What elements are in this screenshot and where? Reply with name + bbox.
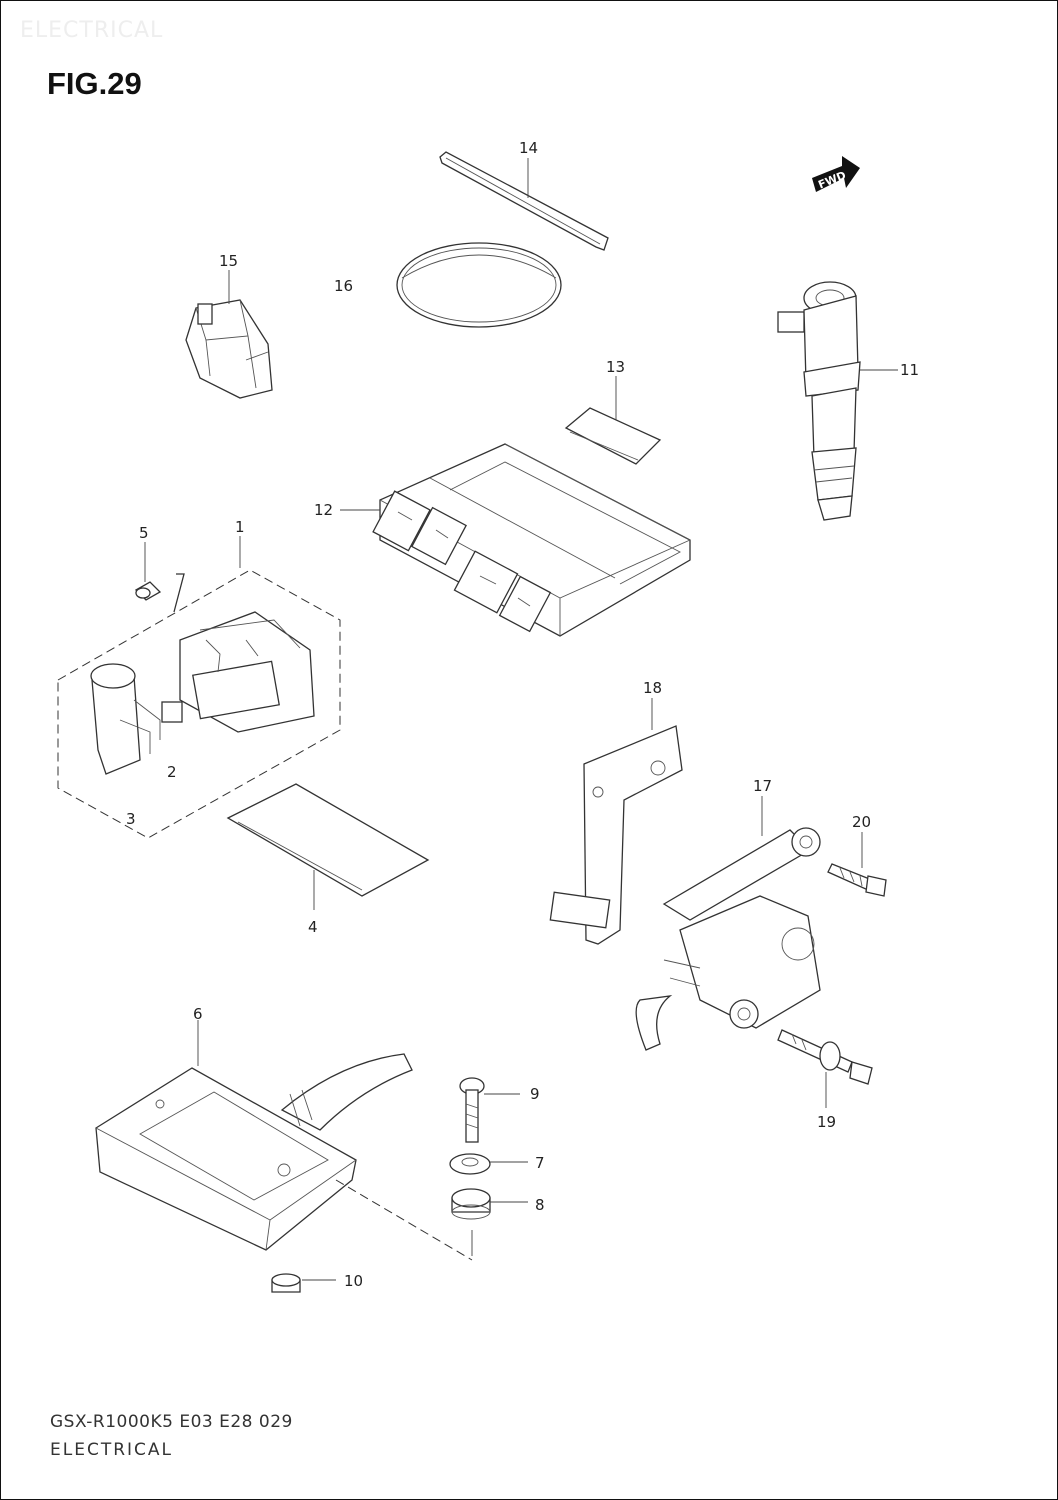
part-20-bolt	[827, 863, 887, 897]
part-14-strap	[439, 151, 609, 251]
diagram-code: GSX-R1000K5 E03 E28 029	[50, 1412, 293, 1432]
callout-7: 7	[535, 1154, 545, 1172]
part-18-bracket	[549, 725, 683, 945]
callout-1: 1	[235, 518, 245, 536]
part-10-nut	[271, 1273, 301, 1293]
part-12-ecm	[372, 443, 691, 637]
part-11-ignition-coil	[777, 281, 861, 521]
callout-16: 16	[334, 277, 353, 295]
callout-15: 15	[219, 252, 238, 270]
part-7-washer	[449, 1153, 491, 1175]
callout-9: 9	[530, 1085, 540, 1103]
callout-18: 18	[643, 679, 662, 697]
part-9-bolt	[459, 1077, 485, 1143]
callout-8: 8	[535, 1196, 545, 1214]
callout-4: 4	[308, 918, 318, 936]
callout-11: 11	[900, 361, 919, 379]
callout-labels: 14 15 16 13 11 12 1 5 2 3 4 18 17 20 19 …	[126, 139, 919, 1290]
figure-title: FIG.29	[47, 66, 142, 101]
part-16-ring	[396, 242, 562, 328]
fwd-label: FWD	[816, 169, 848, 192]
part-5-bolt	[134, 573, 185, 613]
part-13-pad	[564, 407, 662, 465]
leader-lines	[144, 158, 898, 1281]
callout-2: 2	[167, 763, 177, 781]
part-6-regulator	[95, 1053, 473, 1261]
part-15-relay	[185, 299, 273, 399]
fwd-arrow-icon: FWD	[812, 156, 860, 192]
callout-3: 3	[126, 810, 136, 828]
section-label: ELECTRICAL	[50, 1440, 174, 1460]
part-17-sensor	[635, 827, 821, 1051]
part-19-bolt	[777, 1029, 873, 1085]
callout-20: 20	[852, 813, 871, 831]
callout-10: 10	[344, 1272, 363, 1290]
section-watermark: ELECTRICAL	[20, 18, 164, 43]
part-4-pad	[226, 783, 430, 910]
part-1-bracket-assembly	[57, 569, 341, 839]
callout-6: 6	[193, 1005, 203, 1023]
callout-5: 5	[139, 524, 149, 542]
callout-17: 17	[753, 777, 772, 795]
callout-13: 13	[606, 358, 625, 376]
callout-12: 12	[314, 501, 333, 519]
part-8-grommet	[451, 1188, 491, 1256]
callout-14: 14	[519, 139, 538, 157]
callout-19: 19	[817, 1113, 836, 1131]
